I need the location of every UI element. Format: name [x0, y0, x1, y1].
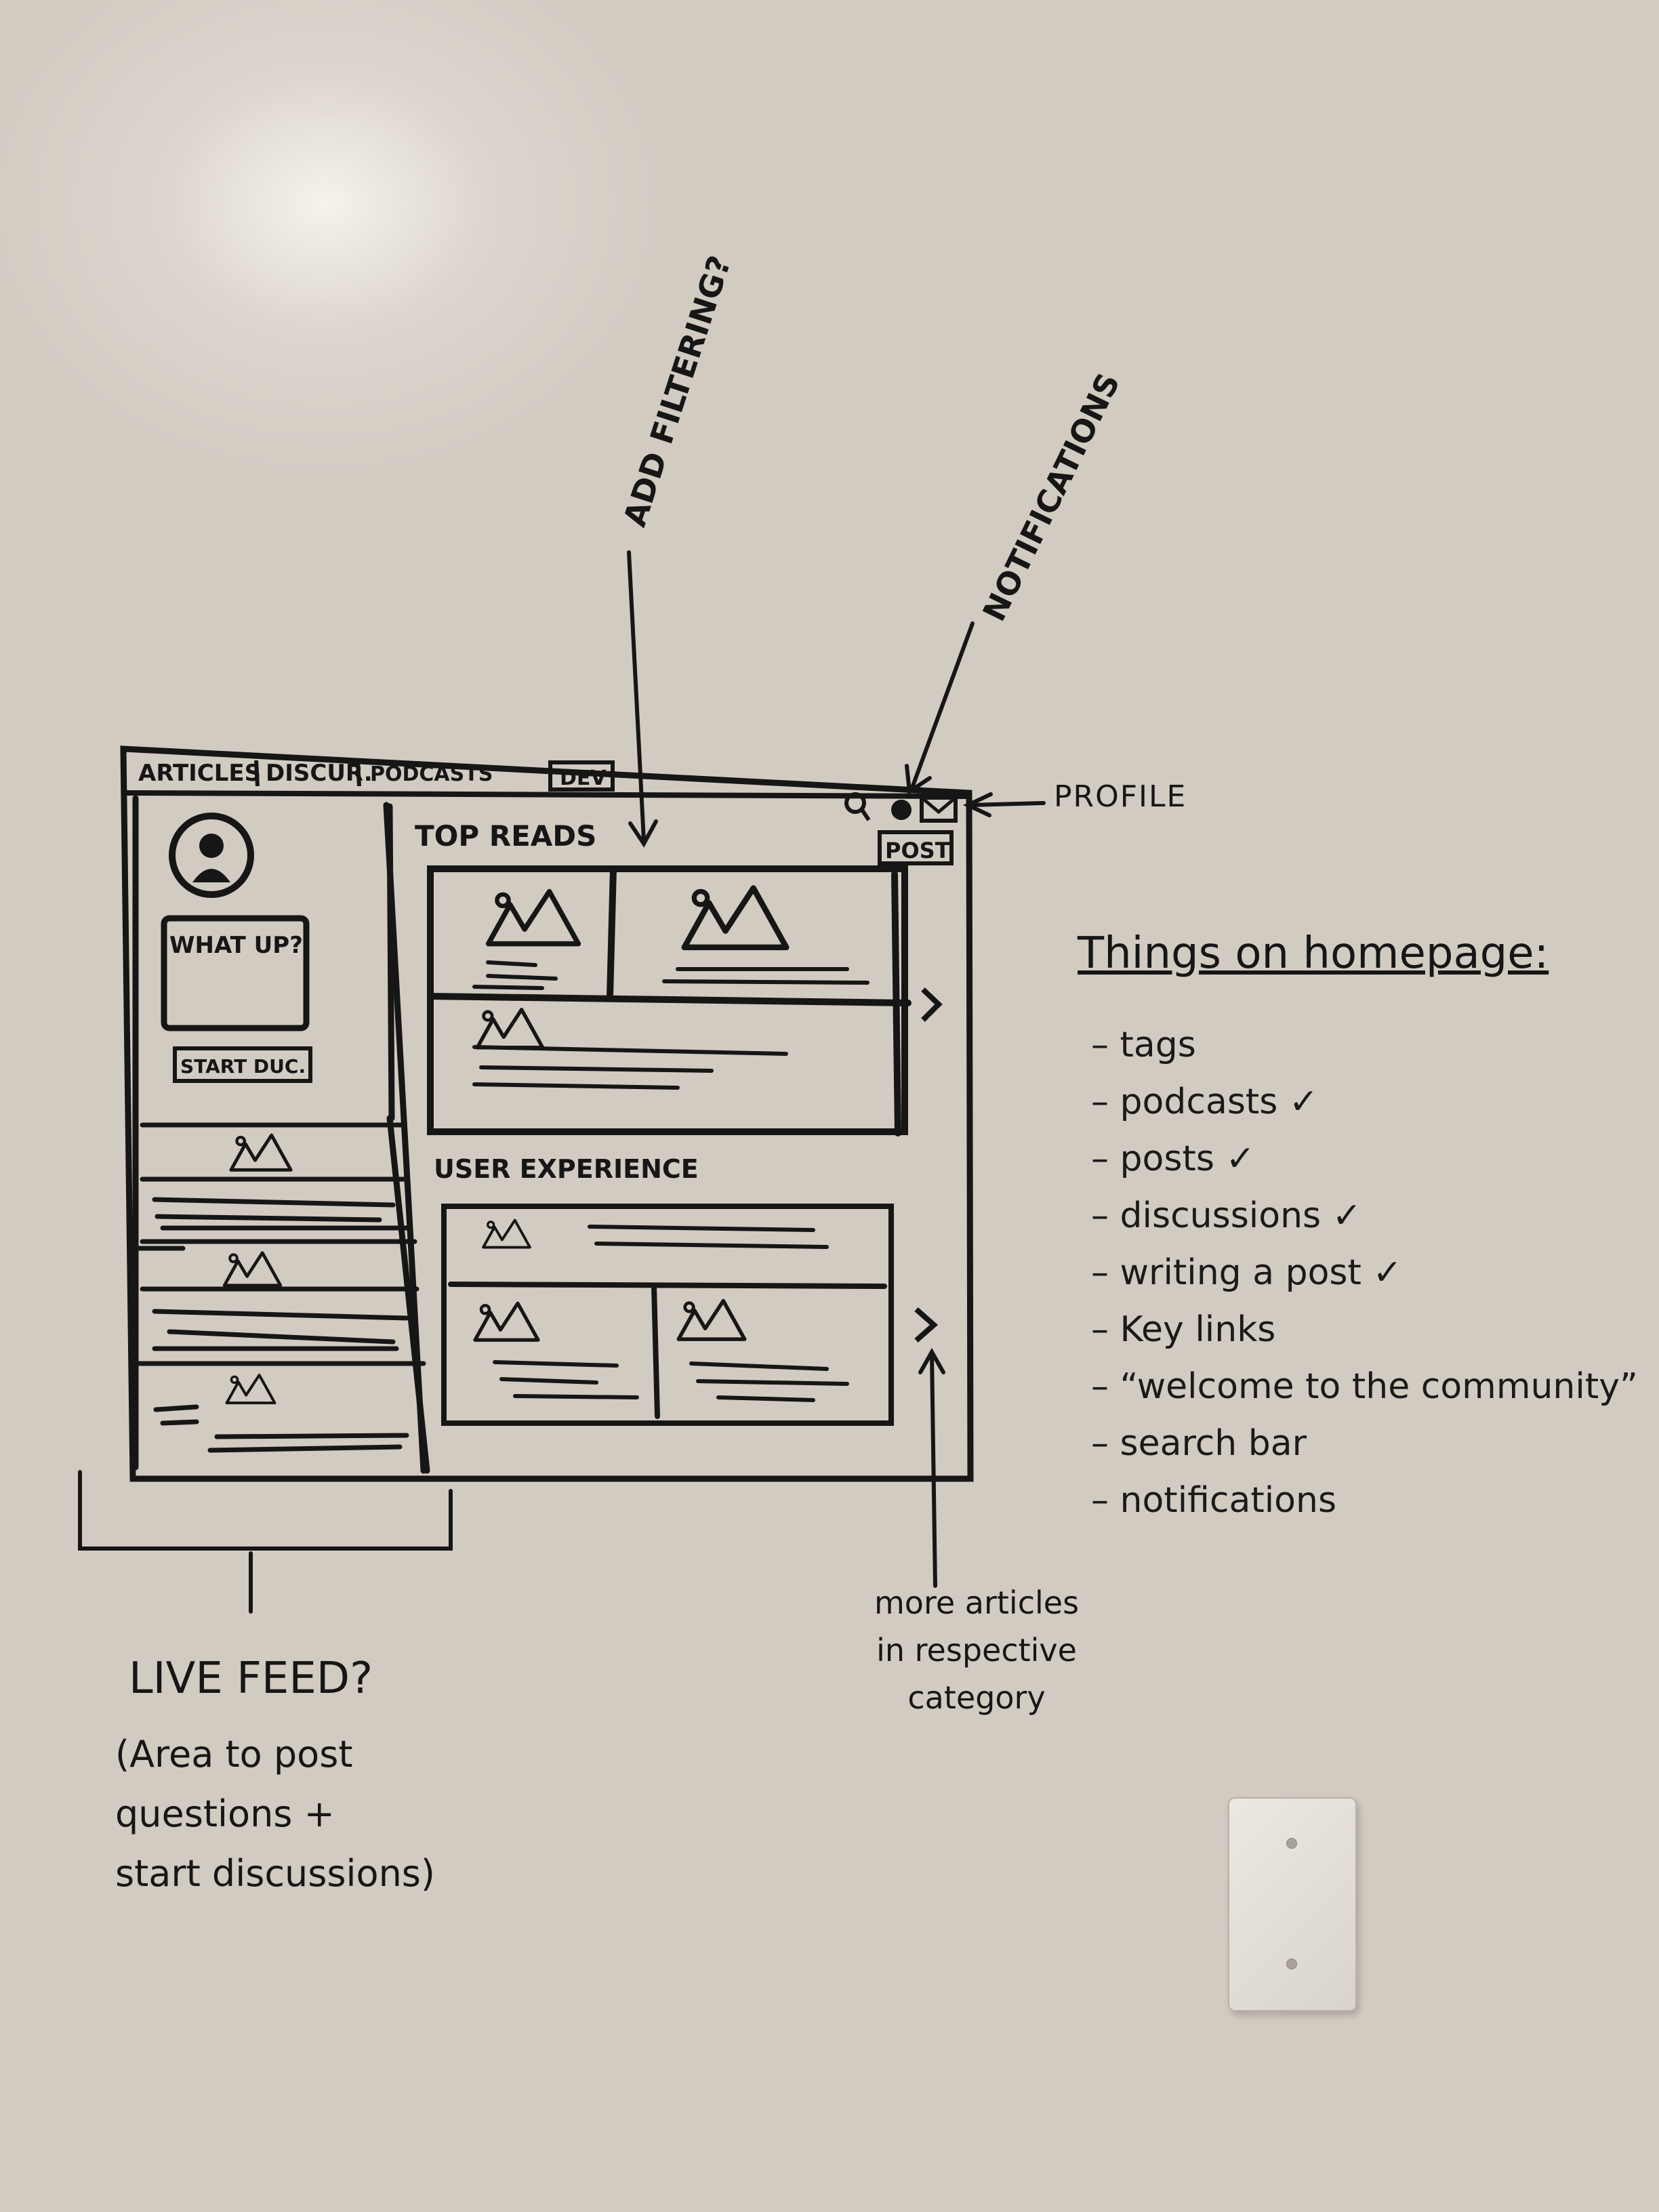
image-placeholder-icon	[489, 892, 579, 944]
post-button[interactable]	[878, 830, 954, 865]
main-content: TOP READS POST USER EXPERIENCE	[415, 819, 954, 1426]
image-placeholder-icon	[224, 1253, 281, 1286]
nav-articles[interactable]: ARTICLES	[138, 760, 261, 787]
image-placeholder-icon	[483, 1221, 530, 1248]
image-placeholder-icon	[684, 888, 787, 947]
nav-bar: ARTICLES DISCUR. PODCASTS DEV	[138, 760, 958, 823]
nav-discussions[interactable]: DISCUR.	[266, 760, 373, 787]
annotation-arrows	[78, 550, 1046, 1614]
notifications-annotation: NOTIFICATIONS	[975, 367, 1127, 627]
user-experience-title: USER EXPERIENCE	[434, 1154, 699, 1184]
profile-avatar-icon[interactable]	[169, 813, 254, 898]
live-feed-annotation: LIVE FEED?	[129, 1654, 373, 1704]
post-button-label: POST	[885, 838, 950, 863]
image-placeholder-icon	[475, 1303, 538, 1340]
sidebar: WHAT UP? START DUC.	[133, 813, 426, 1453]
mail-icon[interactable]	[920, 796, 958, 823]
search-icon[interactable]	[844, 792, 871, 821]
post-box[interactable]	[161, 915, 310, 1031]
browser-frame	[120, 745, 974, 1482]
image-placeholder-icon	[477, 1010, 542, 1048]
nav-podcasts[interactable]: PODCASTS	[370, 762, 493, 786]
homepage-list-title: Things on homepage:	[1078, 928, 1549, 979]
image-placeholder-icon	[227, 1375, 275, 1403]
image-placeholder-icon	[231, 1135, 291, 1170]
start-discussion-label: START DUC.	[180, 1055, 306, 1078]
top-reads-title: TOP READS	[415, 819, 596, 853]
logo-box[interactable]	[548, 760, 615, 792]
chevron-right-icon[interactable]	[921, 987, 943, 1022]
start-discussion-button[interactable]	[173, 1046, 312, 1083]
feed-list	[133, 1122, 426, 1453]
user-experience-grid	[441, 1204, 894, 1426]
profile-annotation: PROFILE	[1054, 779, 1187, 814]
profile-icon[interactable]	[891, 800, 912, 820]
logo: DEV	[560, 766, 607, 790]
post-box-label: WHAT UP?	[169, 932, 303, 959]
image-placeholder-icon	[678, 1301, 744, 1340]
chevron-right-icon[interactable]	[914, 1307, 939, 1343]
add-filtering-annotation: ADD FILTERING?	[616, 251, 738, 531]
